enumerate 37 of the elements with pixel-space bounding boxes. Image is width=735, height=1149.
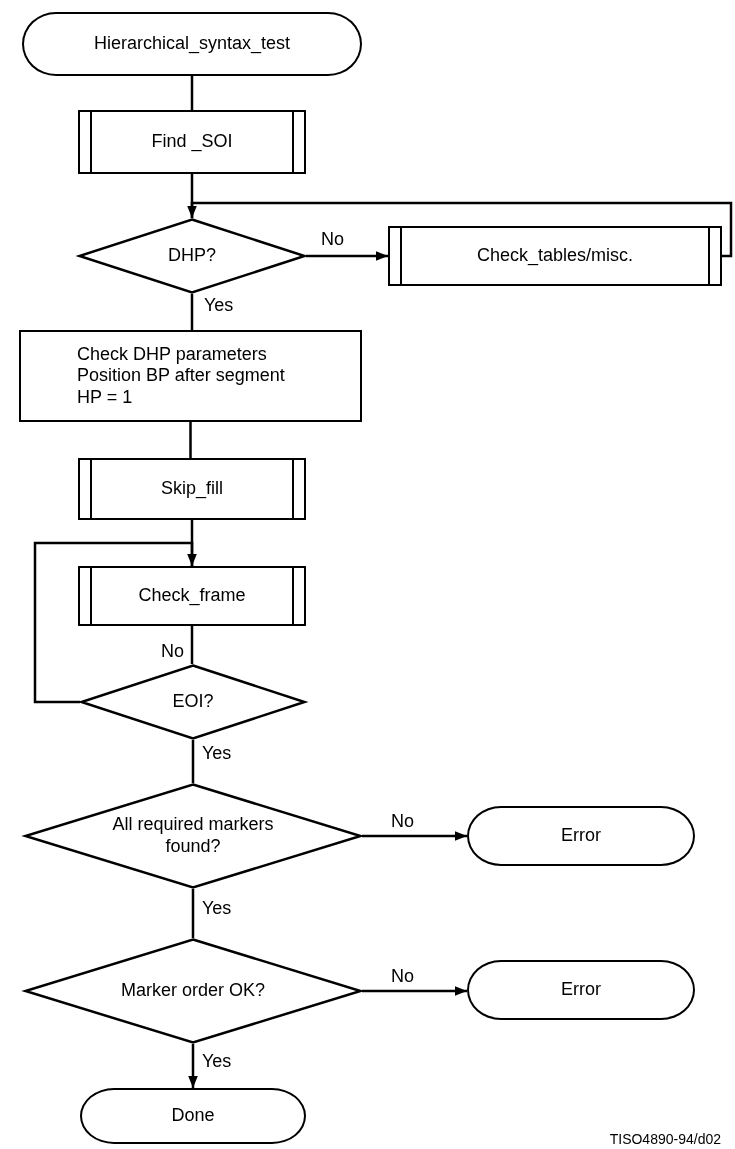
decision-text: DHP? <box>168 245 216 267</box>
step-text: Done <box>171 1105 215 1127</box>
step-text: Find _SOI <box>151 131 233 153</box>
arrow <box>33 541 197 704</box>
decision-diamond <box>80 664 306 740</box>
connector-line <box>189 422 192 458</box>
subroutine-box <box>78 458 306 520</box>
subroutine-box <box>78 110 306 174</box>
arrow <box>362 831 467 841</box>
decision-diamond <box>24 938 362 1044</box>
step-text: Hierarchical_syntax_test <box>93 33 291 55</box>
arrow <box>188 1044 198 1088</box>
subroutine-box <box>388 226 722 286</box>
arrow <box>306 251 388 261</box>
step-text: Check_tables/misc. <box>476 245 634 267</box>
connector-line <box>190 626 194 664</box>
decision-text: EOI? <box>172 691 214 713</box>
connector-line <box>191 740 195 783</box>
decision-diamond <box>78 218 306 294</box>
decision-text: All required markers found? <box>111 814 275 858</box>
arrow <box>362 986 467 996</box>
step-text: Error <box>561 825 601 847</box>
connector-line <box>190 294 194 330</box>
step-text: Check DHP parameters <box>77 343 267 366</box>
arrow <box>187 201 733 258</box>
decision-diamond <box>24 783 362 889</box>
process-box <box>19 330 362 422</box>
step-text: Error <box>561 979 601 1001</box>
decision-text: Marker order OK? <box>120 980 265 1002</box>
step-text: Check_frame <box>138 585 246 607</box>
connector-line <box>190 76 194 110</box>
step-text: Skip_fill <box>161 478 223 500</box>
subroutine-box <box>78 566 306 626</box>
connector-line <box>191 889 195 938</box>
step-text: HP = 1 <box>77 386 133 409</box>
step-text: Position BP after segment <box>77 365 285 387</box>
figure-code: TISO4890-94/d02 <box>609 1131 721 1147</box>
